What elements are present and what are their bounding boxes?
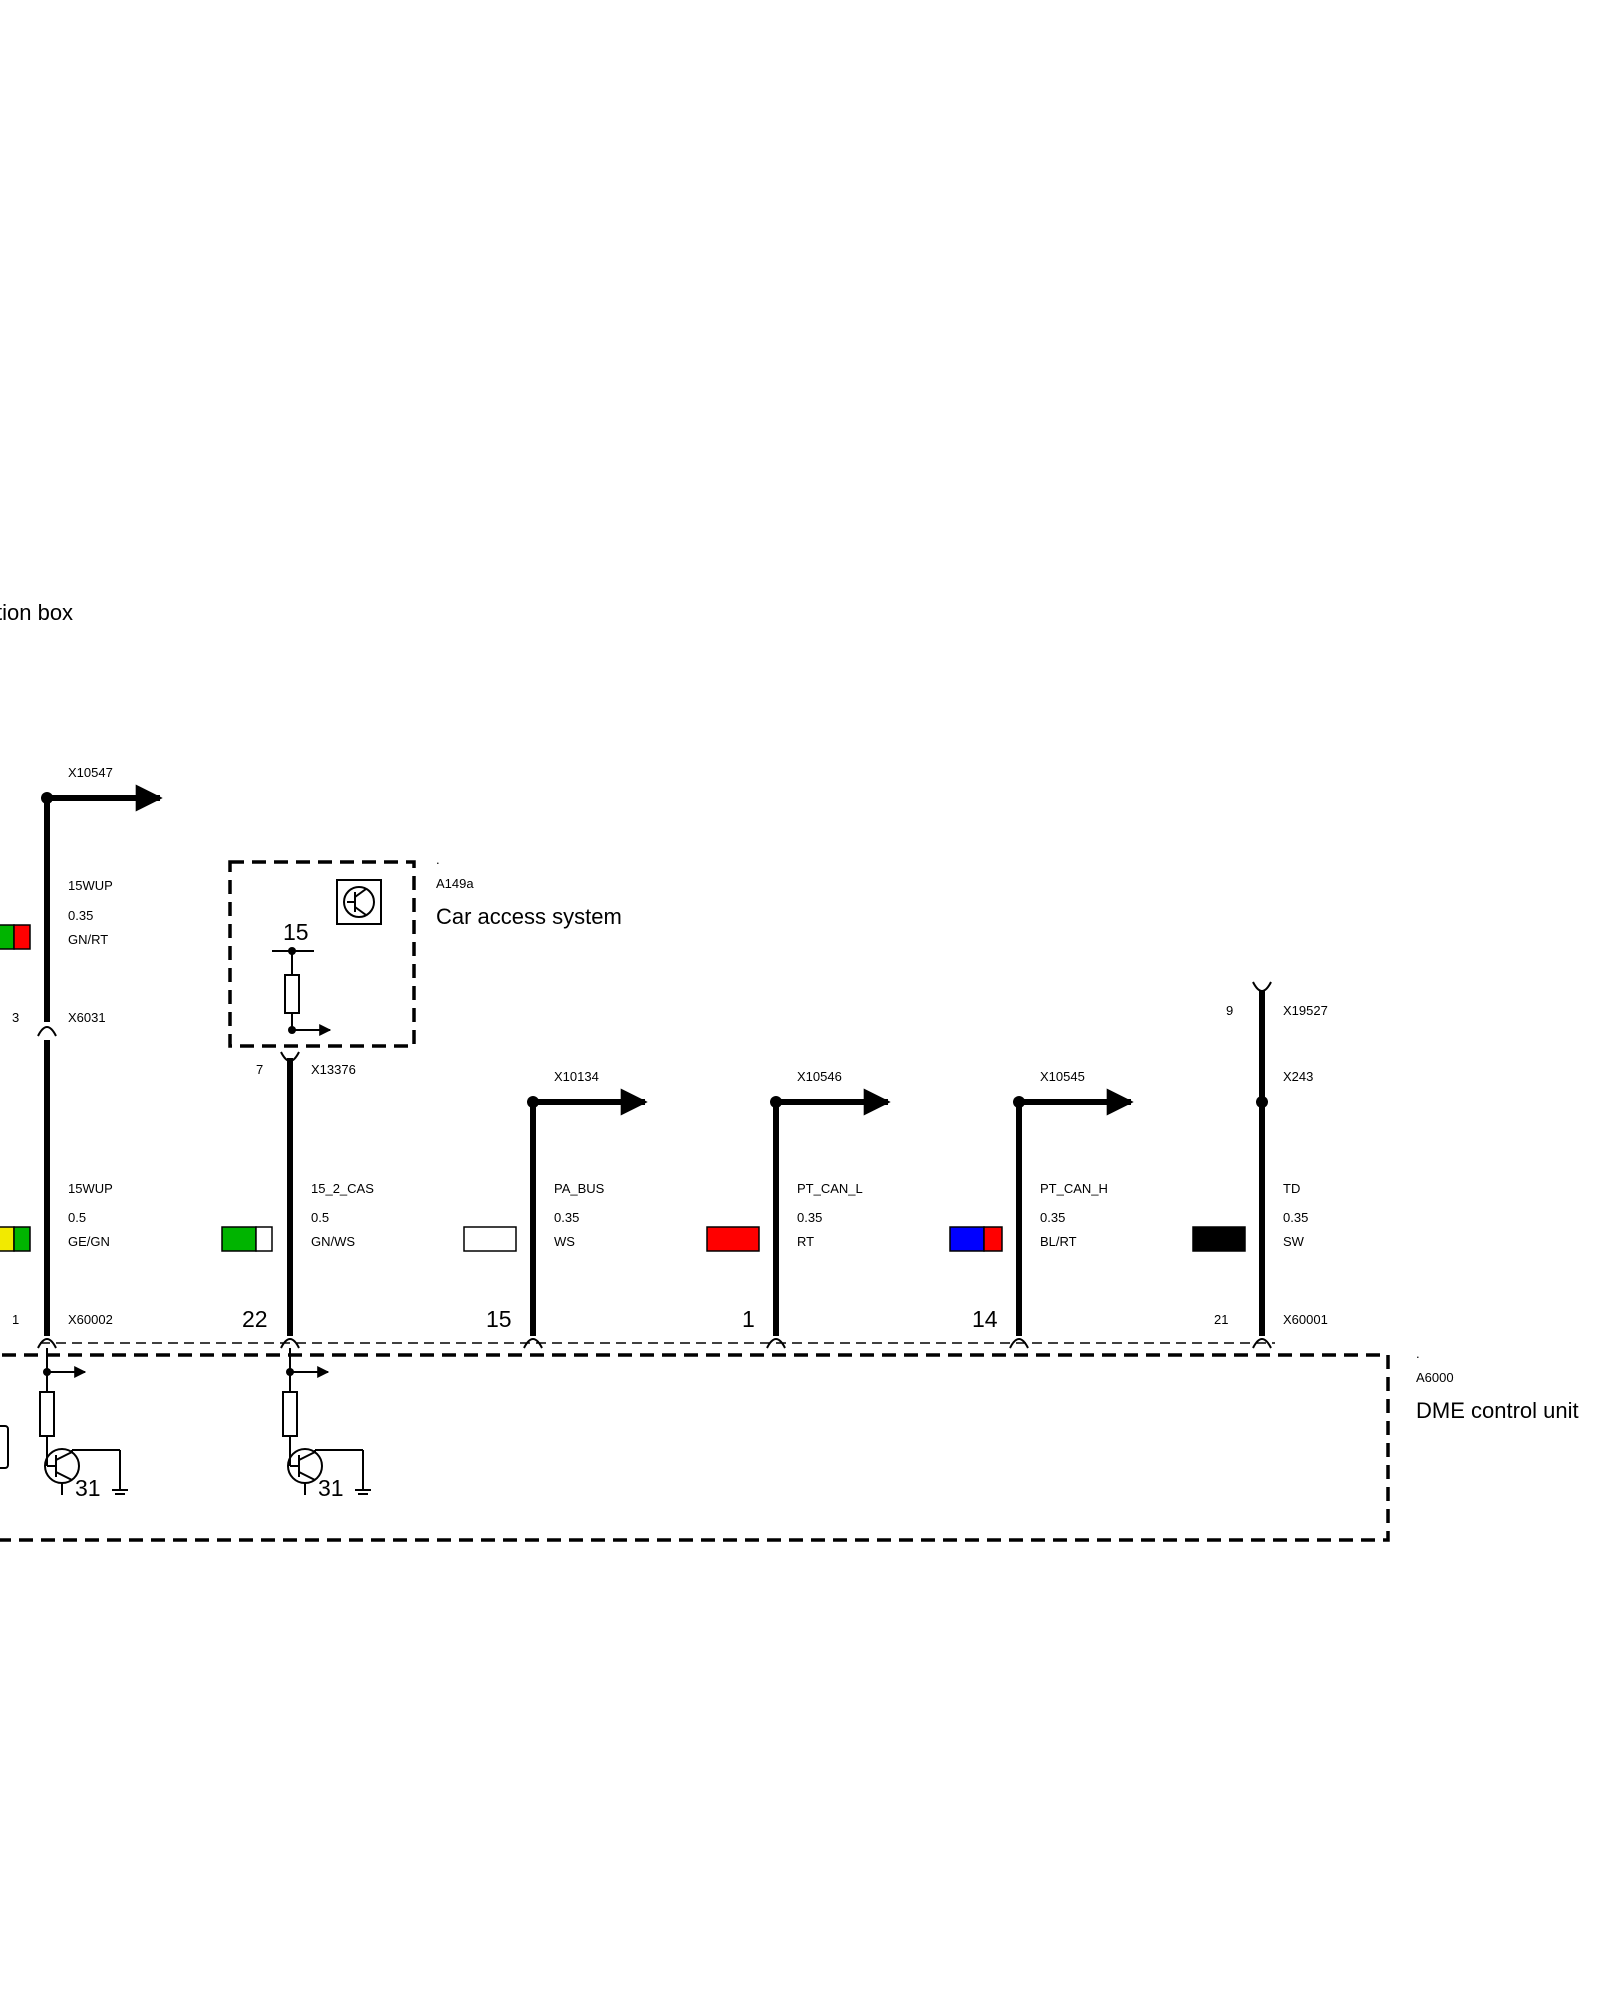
wire-3-connector: X10134	[554, 1069, 599, 1084]
transistor-icon	[336, 879, 382, 925]
connector-x19527-pin: 9	[1226, 1003, 1233, 1018]
cas-module-id: A149a	[436, 876, 474, 891]
dme-input-stage-1: 31	[39, 1348, 128, 1501]
dme-input-stage-2: 31	[282, 1348, 371, 1501]
cas-module-name: Car access system	[436, 904, 622, 929]
wire-4-color: RT	[797, 1234, 814, 1249]
wire-pt-can-h: X10545 PT_CAN_H 0.35 BL/RT 14	[949, 1069, 1134, 1349]
wire-4-size: 0.35	[797, 1210, 822, 1225]
connector-x13376: X13376	[311, 1062, 356, 1077]
wire-6-pin: 21	[1214, 1312, 1228, 1327]
wire-2-color-swatch	[221, 1226, 273, 1252]
cas-module-dot: .	[436, 852, 440, 867]
upper-wire-size: 0.35	[68, 908, 93, 923]
connector-x243: X243	[1283, 1069, 1313, 1084]
wire-1-pin: 1	[12, 1312, 19, 1327]
dme-resistor-1	[39, 1391, 55, 1437]
wire-1-size: 0.5	[68, 1210, 86, 1225]
wire-2-signal: 15_2_CAS	[311, 1181, 374, 1196]
wire-5-signal: PT_CAN_H	[1040, 1181, 1108, 1196]
wire-3-pin: 15	[486, 1306, 512, 1332]
cas-module-box	[228, 860, 416, 1048]
wire-2-color: GN/WS	[311, 1234, 355, 1249]
cas-resistor	[284, 974, 300, 1014]
upper-wire-color-swatch	[0, 924, 31, 950]
dme-resistor-2	[282, 1391, 298, 1437]
wire-4-color-swatch	[706, 1226, 760, 1252]
wire-6-color: SW	[1283, 1234, 1305, 1249]
wire-5-size: 0.35	[1040, 1210, 1065, 1225]
wire-pa-bus: X10134 PA_BUS 0.35 WS 15	[463, 1069, 648, 1349]
wire-5-connector: X10545	[1040, 1069, 1085, 1084]
cas-module: 15 . A149a Car access system	[228, 852, 622, 1048]
cas-terminal-label: 15	[283, 919, 309, 945]
partial-component	[0, 1425, 9, 1469]
connector-x13376-pin: 7	[256, 1062, 263, 1077]
wire-2-pin: 22	[242, 1306, 268, 1332]
wire-1-color-swatch	[0, 1226, 31, 1252]
dme-module-name: DME control unit	[1416, 1398, 1579, 1423]
upper-wire-color: GN/RT	[68, 932, 108, 947]
wire-5-color-swatch	[949, 1226, 1003, 1252]
wire-1-connector: X60002	[68, 1312, 113, 1327]
wire-6-size: 0.35	[1283, 1210, 1308, 1225]
dme-module-box	[0, 1353, 1390, 1542]
wire-3-color: WS	[554, 1234, 575, 1249]
wire-15-2-cas: X13376 7 15_2_CAS 0.5 GN/WS 22	[221, 1051, 374, 1349]
wire-6-color-swatch	[1192, 1226, 1246, 1252]
wire-3-signal: PA_BUS	[554, 1181, 605, 1196]
connector-x10547: X10547	[68, 765, 113, 780]
dme-module-dot: .	[1416, 1346, 1420, 1361]
wire-15wup: X10547 15WUP 0.35 GN/RT X6031 3 15WUP 0.…	[0, 765, 163, 1349]
wire-6-signal: TD	[1283, 1181, 1300, 1196]
dme-module: . A6000 DME control unit 31	[0, 1342, 1579, 1542]
wire-5-color: BL/RT	[1040, 1234, 1077, 1249]
connector-x6031: X6031	[68, 1010, 106, 1025]
connector-x6031-pin: 3	[12, 1010, 19, 1025]
connector-x19527: X19527	[1283, 1003, 1328, 1018]
wire-3-size: 0.35	[554, 1210, 579, 1225]
wire-5-pin: 14	[972, 1306, 998, 1332]
wire-3-color-swatch	[463, 1226, 517, 1252]
wire-2-size: 0.5	[311, 1210, 329, 1225]
wire-6-connector: X60001	[1283, 1312, 1328, 1327]
wire-td: X19527 9 X243 TD 0.35 SW 21 X60001	[1192, 981, 1328, 1349]
wire-1-signal: 15WUP	[68, 1181, 113, 1196]
upper-wire-signal: 15WUP	[68, 878, 113, 893]
wire-4-connector: X10546	[797, 1069, 842, 1084]
wire-pt-can-l: X10546 PT_CAN_L 0.35 RT 1	[706, 1069, 891, 1349]
wire-4-signal: PT_CAN_L	[797, 1181, 863, 1196]
dme-module-id: A6000	[1416, 1370, 1454, 1385]
dme-ground-label-2: 31	[318, 1475, 344, 1501]
junction-box-label: tion box	[0, 600, 73, 625]
wire-1-color: GE/GN	[68, 1234, 110, 1249]
wire-4-pin: 1	[742, 1306, 755, 1332]
dme-ground-label-1: 31	[75, 1475, 101, 1501]
